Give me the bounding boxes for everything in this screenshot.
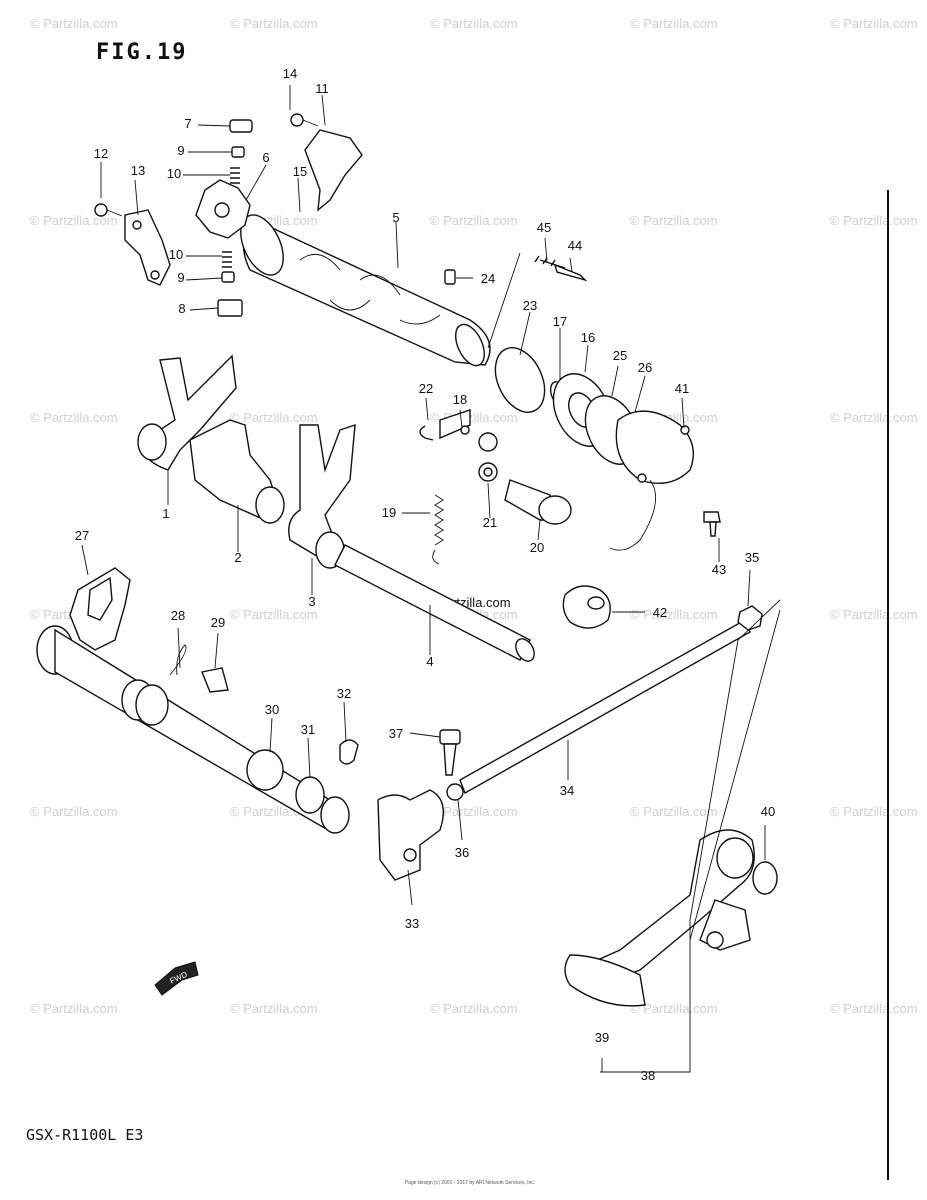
bolt-43[interactable] (703, 511, 721, 537)
callout-41: 41 (675, 381, 689, 396)
fork-shaft[interactable] (334, 544, 538, 664)
watermark-text: © Partzilla.com (30, 1001, 118, 1016)
stopper-plate[interactable] (304, 129, 363, 212)
figure-title: FIG.19 (96, 40, 188, 65)
callout-37: 37 (389, 726, 403, 741)
callout-34: 34 (560, 783, 574, 798)
nut-34[interactable] (737, 605, 763, 631)
watermark-text: © Partzilla.com (630, 213, 718, 228)
callout-20: 20 (530, 540, 544, 555)
model-code: GSX-R1100L E3 (26, 1126, 144, 1144)
callout-38: 38 (641, 1068, 655, 1083)
watermark-text: © Partzilla.com (30, 804, 118, 819)
callout-9: 9 (177, 143, 184, 158)
callout-39: 39 (595, 1030, 609, 1045)
watermark-text: © Partzilla.com (430, 1001, 518, 1016)
shift-rod-33[interactable] (446, 619, 751, 801)
callout-1: 1 (162, 506, 169, 521)
watermark-text: © Partzilla.com (830, 410, 918, 425)
callout-5: 5 (392, 210, 399, 225)
callout-36: 36 (455, 845, 469, 860)
callout-12: 12 (94, 146, 108, 161)
callout-30: 30 (265, 702, 279, 717)
watermark-text: © Partzilla.com (830, 213, 918, 228)
shift-fork-1[interactable] (137, 354, 237, 471)
callout-23: 23 (523, 298, 537, 313)
gearshift-lever[interactable] (564, 829, 778, 1007)
callout-43: 43 (712, 562, 726, 577)
gearshift-shaft[interactable] (36, 625, 359, 834)
watermark-text: © Partzilla.com (830, 16, 918, 31)
callout-3: 3 (308, 594, 315, 609)
gearshift-arm-plate[interactable] (69, 567, 131, 651)
callout-6: 6 (262, 150, 269, 165)
watermark-text: © Partzilla.com (630, 607, 718, 622)
callout-24: 24 (481, 271, 495, 286)
callout-16: 16 (581, 330, 595, 345)
shift-fork-3[interactable] (288, 423, 356, 569)
watermark-text: © Partzilla.com (430, 213, 518, 228)
watermark-text: © Partzilla.com (30, 410, 118, 425)
callout-17: 17 (553, 314, 567, 329)
callout-35: 35 (745, 550, 759, 565)
watermark-text: © Partzilla.com (830, 607, 918, 622)
grommet-41[interactable] (562, 585, 611, 629)
callout-32: 32 (337, 686, 351, 701)
callout-45: 45 (537, 220, 551, 235)
callout-7: 7 (184, 116, 191, 131)
callout-13: 13 (131, 163, 145, 178)
callout-31: 31 (301, 722, 315, 737)
watermark-text: © Partzilla.com (830, 1001, 918, 1016)
watermark-text: © Partzilla.com (630, 1001, 718, 1016)
watermark-text: © Partzilla.com (430, 804, 518, 819)
callout-2: 2 (234, 550, 241, 565)
fwd-arrow: FWD (154, 961, 199, 996)
bearing-assembly[interactable] (486, 340, 694, 551)
watermark-text: © Partzilla.com (230, 410, 318, 425)
watermark-text: © Partzilla.com (830, 804, 918, 819)
page-border (887, 190, 889, 1180)
callout-15: 15 (293, 164, 307, 179)
footer-copyright: Page design (c) 2001 - 2017 by ARI Netwo… (404, 1180, 536, 1186)
watermark-text: © Partzilla.com (630, 804, 718, 819)
callout-29: 29 (211, 615, 225, 630)
watermark-text: © Partzilla.com (230, 16, 318, 31)
shift-arm-32[interactable] (377, 789, 444, 881)
stopper-lever[interactable] (124, 209, 171, 286)
callout-42: 42 (653, 605, 667, 620)
callout-9: 9 (177, 270, 184, 285)
callout-10: 10 (169, 247, 183, 262)
callout-27: 27 (75, 528, 89, 543)
watermark-text: © Partzilla.com (430, 16, 518, 31)
bolt-36[interactable] (439, 729, 461, 776)
callout-19: 19 (382, 505, 396, 520)
callout-33: 33 (405, 916, 419, 931)
leader-lines (81, 85, 781, 1073)
callout-26: 26 (638, 360, 652, 375)
callout-14: 14 (283, 66, 297, 81)
callout-numbers: 1234567899101011121314151617181920212223… (75, 66, 775, 1083)
callout-18: 18 (453, 392, 467, 407)
callout-21: 21 (483, 515, 497, 530)
callout-22: 22 (419, 381, 433, 396)
callout-4: 4 (426, 654, 433, 669)
shift-fork-2[interactable] (189, 419, 285, 524)
callout-8: 8 (178, 301, 185, 316)
callout-44: 44 (568, 238, 582, 253)
callout-28: 28 (171, 608, 185, 623)
callout-40: 40 (761, 804, 775, 819)
watermark-text: © Partzilla.com (30, 213, 118, 228)
shift-cam-drum[interactable] (232, 208, 491, 370)
watermark-text: © Partzilla.com (30, 16, 118, 31)
watermark-text: © Partzilla.com (230, 607, 318, 622)
callout-10: 10 (167, 166, 181, 181)
callout-11: 11 (315, 81, 329, 96)
drum-stopper-star[interactable] (195, 179, 251, 239)
callout-25: 25 (613, 348, 627, 363)
neutral-switch-hardware[interactable] (419, 409, 572, 565)
watermark-text: © Partzilla.com (230, 1001, 318, 1016)
watermark-text: © Partzilla.com (630, 16, 718, 31)
